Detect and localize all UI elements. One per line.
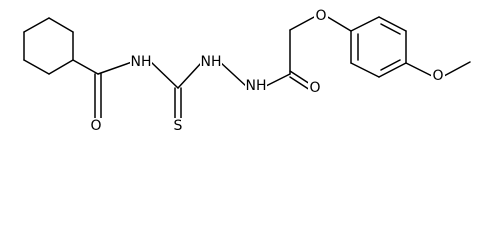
acetyl-carbonyl-double-bond xyxy=(289,70,311,91)
molecule-structure: O NH S NH NH O O O xyxy=(23,8,471,134)
bond-aryl-inner-2 xyxy=(380,59,401,71)
bond-ch2-ether-o xyxy=(289,15,317,31)
bond-aryl-4 xyxy=(378,62,407,78)
bond-aryl-5 xyxy=(350,62,380,78)
atom-carbonyl-oxygen: O xyxy=(90,118,101,134)
bond-ether-o-aryl xyxy=(325,15,352,32)
atom-labels: O NH S NH NH O O O xyxy=(89,8,445,134)
amide-carbonyl-double-bond xyxy=(94,73,102,121)
thione-double-bond xyxy=(174,87,182,121)
atom-thione-sulfur: S xyxy=(174,118,183,134)
atom-hydrazine-nh-2: NH xyxy=(246,78,267,94)
bond-thiocarbonyl-hydrazine xyxy=(177,61,203,89)
bond-ring-1 xyxy=(23,17,50,33)
bond-aryl-2 xyxy=(378,16,407,32)
bond-ring-4 xyxy=(48,59,74,75)
bond-nh-thiocarbonyl xyxy=(150,61,179,89)
bond-ring-carbonyl xyxy=(72,59,99,75)
bond-aryl-inner-1 xyxy=(380,23,401,35)
bond-hydrazine-n-n xyxy=(219,61,247,87)
atom-ether-oxygen: O xyxy=(315,8,326,24)
bond-aryl-methoxy-o xyxy=(405,62,433,77)
bond-ring-5 xyxy=(23,59,50,75)
atom-methoxy-oxygen: O xyxy=(432,68,443,84)
bond-hydrazine-acetyl xyxy=(265,73,291,87)
atom-hydrazine-nh-1: NH xyxy=(201,54,222,70)
bond-aryl-1 xyxy=(350,16,380,32)
atom-amide-nh: NH xyxy=(131,54,152,70)
benzene-ring xyxy=(350,16,407,78)
atom-acetyl-oxygen: O xyxy=(309,80,320,96)
bond-ring-2 xyxy=(48,17,74,33)
bond-carbonyl-nh xyxy=(97,61,133,75)
bond-methoxy-methyl xyxy=(443,61,471,77)
cyclohexane-ring xyxy=(23,17,74,75)
